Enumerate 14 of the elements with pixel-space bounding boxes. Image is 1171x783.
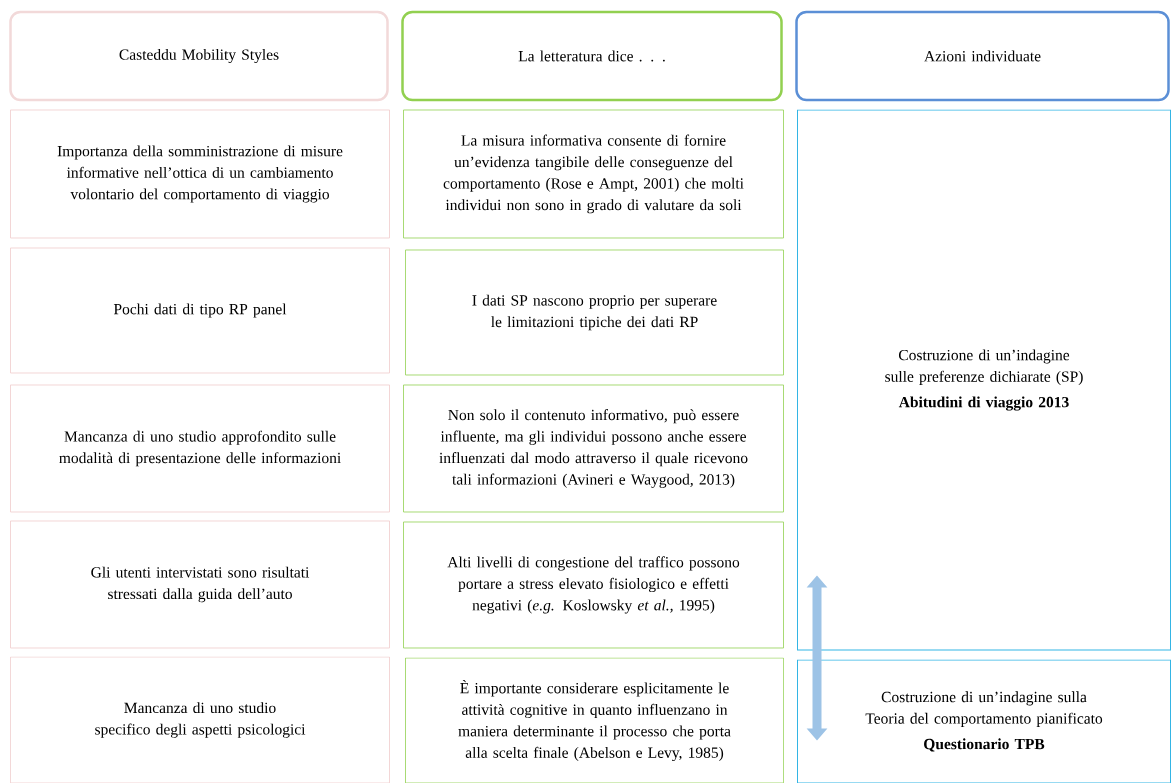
text-box: Pochi dati di tipo RP panel bbox=[10, 247, 390, 374]
text-box: I dati SP nascono proprio per superare le limitazioni tipiche dei dati RP bbox=[405, 249, 784, 376]
text-box: Non solo il contenuto informativo, può essere influente, ma gli individui possono anche essere influenzati dal modo attraverso il quale ricevono tali informazioni (Avineri e Waygood, 2013) bbox=[403, 384, 784, 513]
text-box: Mancanza di uno studio specifico degli aspetti psicologici bbox=[10, 656, 390, 783]
text-box: Importanza della somministrazione di misure informative nell’ottica di un cambiamento volontario del comportamento di viaggio bbox=[10, 109, 390, 239]
text-box: È importante considerare esplicitamente le attività cognitive in quanto influenzano in maniera determinante il processo che porta alla scelta finale (Abelson e Levy, 1985) bbox=[405, 657, 784, 783]
text-box: Mancanza di uno studio approfondito sulle modalità di presentazione delle informazioni bbox=[10, 384, 390, 513]
column-header: Azioni individuate bbox=[795, 10, 1170, 102]
text-box: La misura informativa consente di fornire un’evidenza tangibile delle conseguenze del comportamento (Rose e Ampt, 2001) che molti individui non sono in grado di valutare da soli bbox=[403, 109, 784, 239]
text-box: Alti livelli di congestione del traffico possono portare a stress elevato fisiologico e effetti negativi (e.g. Koslowsky et al., 1995) bbox=[403, 521, 784, 649]
action-box: Costruzione di un’indagine sulle preferenze dichiarate (SP) Abitudini di viaggio 2013 bbox=[797, 109, 1171, 651]
column-header: La letteratura dice . . . bbox=[401, 10, 783, 102]
text-box: Gli utenti intervistati sono risultati stressati dalla guida dell’auto bbox=[10, 520, 390, 649]
column-header: Casteddu Mobility Styles bbox=[9, 10, 389, 102]
